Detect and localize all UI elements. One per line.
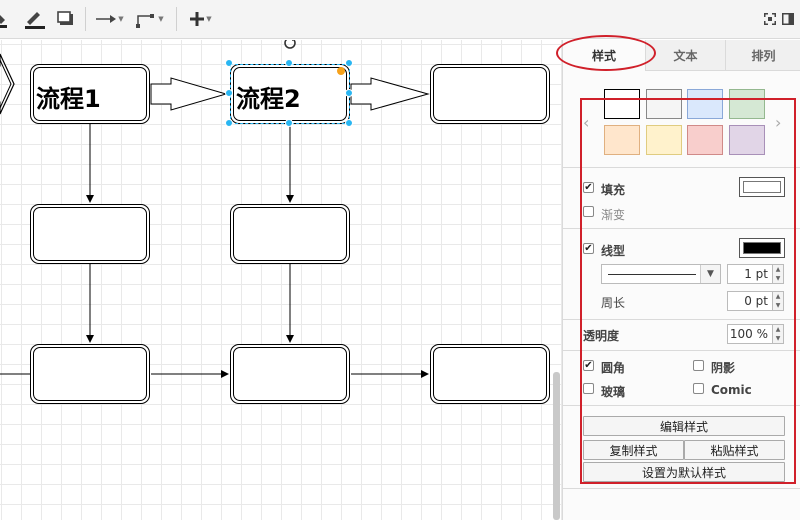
fill-color-button[interactable] xyxy=(739,177,785,197)
style-swatch[interactable] xyxy=(729,89,765,119)
tab-arrange[interactable]: 排列 xyxy=(725,40,800,71)
connection-arrow-icon[interactable]: ▼ xyxy=(94,8,126,30)
line-pattern-select[interactable]: ▼ xyxy=(601,264,721,284)
shadow-label: 阴影 xyxy=(711,361,736,375)
resize-handle[interactable] xyxy=(345,59,353,67)
diagram-canvas[interactable]: 流程1 流程2 xyxy=(0,40,562,520)
toolbar: ▼ ▼ ▼ xyxy=(0,0,800,39)
glass-label: 玻璃 xyxy=(601,385,626,399)
perimeter-label: 周长 xyxy=(601,296,626,310)
line-color-button[interactable] xyxy=(739,238,785,258)
process-node-3[interactable] xyxy=(430,64,550,124)
fill-checkbox[interactable]: ✔ xyxy=(583,182,594,193)
glass-checkbox[interactable] xyxy=(583,383,594,394)
resize-handle[interactable] xyxy=(345,119,353,127)
divider xyxy=(563,319,800,320)
comic-checkbox[interactable] xyxy=(693,383,704,394)
style-swatch[interactable] xyxy=(646,89,682,119)
line-width-input[interactable]: 1 pt xyxy=(727,264,773,284)
tab-text[interactable]: 文本 xyxy=(645,40,725,71)
line-color-icon[interactable] xyxy=(22,8,46,30)
divider xyxy=(563,350,800,351)
gradient-label: 渐变 xyxy=(601,208,626,222)
line-checkbox[interactable]: ✔ xyxy=(583,243,594,254)
resize-handle[interactable] xyxy=(225,119,233,127)
resize-handle[interactable] xyxy=(285,59,293,67)
node-label: 流程2 xyxy=(236,85,301,113)
partial-arrow-shape xyxy=(0,53,15,115)
divider xyxy=(563,167,800,168)
format-panel-icon[interactable] xyxy=(780,8,796,30)
style-swatch[interactable] xyxy=(604,125,640,155)
process-node-8[interactable] xyxy=(430,344,550,404)
divider xyxy=(563,228,800,229)
highlight-oval xyxy=(556,35,656,71)
process-node-2[interactable]: 流程2 xyxy=(230,64,350,124)
style-swatch[interactable] xyxy=(646,125,682,155)
process-node-7[interactable] xyxy=(230,344,350,404)
insert-plus-icon[interactable]: ▼ xyxy=(186,8,216,30)
opacity-input[interactable]: 100 % xyxy=(727,324,773,344)
format-panel: 样式 文本 排列 ‹ › ✔ 填充 渐变 ✔ 线型 ▼ 1 pt ▲▼ 周长 0… xyxy=(562,40,800,520)
canvas-scrollbar[interactable] xyxy=(553,372,560,520)
line-label: 线型 xyxy=(601,244,626,258)
fullscreen-icon[interactable] xyxy=(762,8,778,30)
fill-label: 填充 xyxy=(601,183,626,197)
resize-handle[interactable] xyxy=(225,59,233,67)
block-arrow-2 xyxy=(350,77,430,111)
connectors-layer xyxy=(0,53,430,378)
process-node-5[interactable] xyxy=(230,204,350,264)
opacity-stepper[interactable]: ▲▼ xyxy=(773,324,784,344)
rounded-checkbox[interactable]: ✔ xyxy=(583,360,594,371)
chevron-down-icon: ▼ xyxy=(118,15,124,23)
set-default-style-button[interactable]: 设置为默认样式 xyxy=(583,462,785,482)
style-swatch[interactable] xyxy=(604,89,640,119)
toolbar-separator xyxy=(176,7,177,31)
waypoint-icon[interactable]: ▼ xyxy=(133,8,167,30)
rotate-handle-icon[interactable] xyxy=(283,40,297,50)
line-pattern-preview xyxy=(608,274,696,275)
divider xyxy=(563,405,800,406)
rounded-label: 圆角 xyxy=(601,361,626,375)
style-swatch[interactable] xyxy=(729,125,765,155)
corner-radius-handle[interactable] xyxy=(337,67,345,75)
highlight-box xyxy=(580,98,796,484)
opacity-label: 透明度 xyxy=(583,329,620,343)
resize-handle[interactable] xyxy=(285,119,293,127)
line-width-stepper[interactable]: ▲▼ xyxy=(773,264,784,284)
comic-label: Comic xyxy=(711,383,752,397)
divider xyxy=(563,488,800,489)
gradient-checkbox[interactable] xyxy=(583,206,594,217)
shadow-icon[interactable] xyxy=(55,8,77,30)
chevron-down-icon[interactable]: ▼ xyxy=(700,265,720,283)
perimeter-input[interactable]: 0 pt xyxy=(727,291,773,311)
block-arrow-1 xyxy=(150,77,228,111)
process-node-4[interactable] xyxy=(30,204,150,264)
process-node-1[interactable]: 流程1 xyxy=(30,64,150,124)
node-label: 流程1 xyxy=(36,85,101,113)
chevron-left-icon[interactable]: ‹ xyxy=(583,113,590,132)
style-swatch[interactable] xyxy=(687,125,723,155)
edit-style-button[interactable]: 编辑样式 xyxy=(583,416,785,436)
fill-color-icon[interactable] xyxy=(0,8,14,30)
resize-handle[interactable] xyxy=(225,89,233,97)
shadow-checkbox[interactable] xyxy=(693,360,704,371)
style-swatch[interactable] xyxy=(687,89,723,119)
resize-handle[interactable] xyxy=(345,89,353,97)
copy-style-button[interactable]: 复制样式 xyxy=(583,440,684,460)
process-node-6[interactable] xyxy=(30,344,150,404)
chevron-down-icon: ▼ xyxy=(158,15,164,23)
perimeter-stepper[interactable]: ▲▼ xyxy=(773,291,784,311)
selection-outline xyxy=(230,64,350,124)
toolbar-separator xyxy=(85,7,86,31)
paste-style-button[interactable]: 粘贴样式 xyxy=(684,440,785,460)
chevron-right-icon[interactable]: › xyxy=(775,113,782,132)
chevron-down-icon: ▼ xyxy=(206,15,212,23)
